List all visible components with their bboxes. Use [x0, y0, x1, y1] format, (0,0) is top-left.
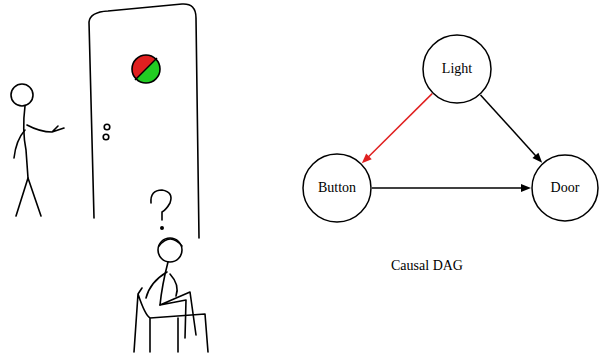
question-mark [151, 190, 171, 220]
person-head [158, 238, 182, 262]
chair [134, 288, 208, 352]
arrow-head [532, 153, 542, 163]
node-label: Light [442, 61, 472, 77]
button-split [135, 58, 157, 80]
node-circle-outline [423, 35, 491, 103]
causal-edge [372, 187, 523, 189]
person-arm [14, 130, 25, 158]
causal-node: Door [531, 154, 599, 222]
button-outline [132, 55, 160, 83]
person-arm [27, 125, 64, 132]
door-outline [89, 4, 199, 238]
node-text-group: Door [551, 180, 580, 196]
person-arm [146, 272, 177, 298]
causal-edge [368, 94, 433, 158]
arrow-head [521, 184, 531, 192]
node-label: Button [318, 180, 356, 196]
button-green [120, 45, 172, 95]
person-leg [16, 178, 41, 216]
door-knob [103, 134, 109, 140]
diagram-caption: Causal DAG [391, 258, 463, 274]
person-hair [159, 239, 182, 246]
person-body [160, 262, 168, 305]
causal-node: Button [302, 153, 372, 223]
node-text-group: Light [442, 61, 472, 77]
causal-node: Light [422, 34, 492, 104]
question-mark [161, 227, 163, 229]
node-circle-outline [532, 155, 598, 221]
node-label: Door [551, 180, 580, 196]
person-body [24, 106, 28, 178]
node-circle-outline [303, 154, 371, 222]
button-red [120, 45, 170, 95]
causal-edge [481, 95, 537, 157]
door-knob [104, 124, 110, 130]
person-head [11, 84, 33, 106]
node-text-group: Button [318, 180, 356, 196]
arrow-head [362, 153, 372, 163]
